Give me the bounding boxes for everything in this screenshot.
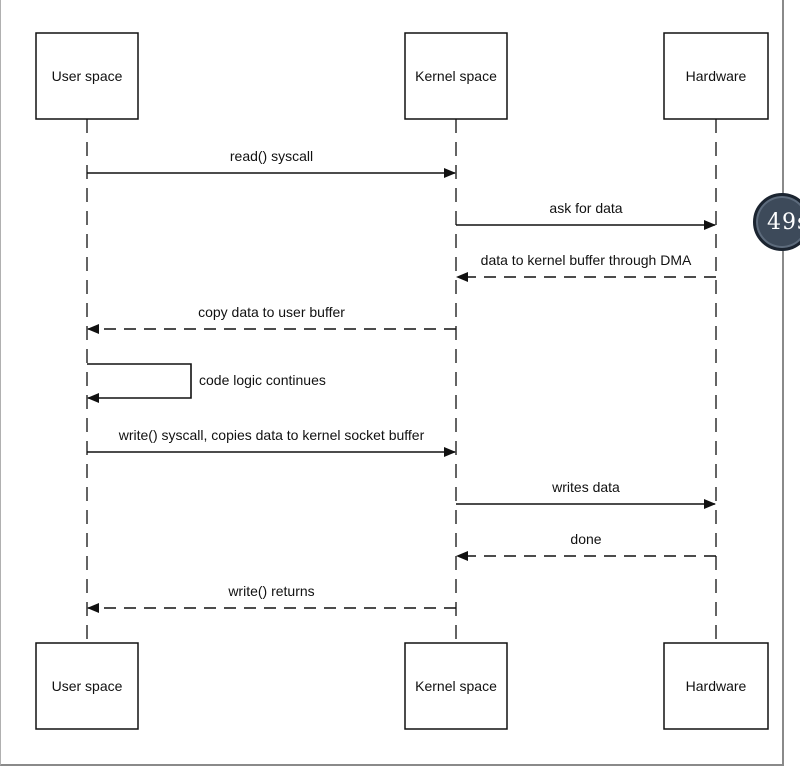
self-message-arrow bbox=[87, 363, 192, 403]
message-label: data to kernel buffer through DMA bbox=[481, 252, 692, 268]
message-label: write() returns bbox=[227, 583, 314, 599]
message-label: done bbox=[570, 531, 601, 547]
participant-label: User space bbox=[52, 678, 123, 694]
message-1: read() syscall bbox=[87, 148, 456, 178]
message-9: write() returns bbox=[87, 583, 456, 613]
message-8: done bbox=[456, 531, 716, 561]
participant-label: Hardware bbox=[686, 68, 747, 84]
message-6: write() syscall, copies data to kernel s… bbox=[87, 427, 456, 457]
message-3: data to kernel buffer through DMA bbox=[456, 252, 716, 282]
participant-box-user-top: User space bbox=[35, 32, 139, 120]
timer-badge: 49s bbox=[753, 193, 800, 251]
participant-label: Kernel space bbox=[415, 68, 497, 84]
participant-box-kernel-top: Kernel space bbox=[404, 32, 508, 120]
message-5: code logic continues bbox=[87, 363, 326, 403]
message-label: copy data to user buffer bbox=[198, 304, 345, 320]
message-2: ask for data bbox=[456, 200, 716, 230]
message-label: writes data bbox=[551, 479, 620, 495]
message-label: ask for data bbox=[549, 200, 622, 216]
message-label: write() syscall, copies data to kernel s… bbox=[118, 427, 425, 443]
message-7: writes data bbox=[456, 479, 716, 509]
message-4: copy data to user buffer bbox=[87, 304, 456, 334]
participant-label: Hardware bbox=[686, 678, 747, 694]
participant-box-user-bottom: User space bbox=[35, 642, 139, 730]
window-frame bbox=[0, 0, 784, 766]
message-label: read() syscall bbox=[230, 148, 313, 164]
participant-box-kernel-bottom: Kernel space bbox=[404, 642, 508, 730]
message-label: code logic continues bbox=[199, 372, 326, 388]
participant-label: Kernel space bbox=[415, 678, 497, 694]
participant-label: User space bbox=[52, 68, 123, 84]
participant-box-hw-bottom: Hardware bbox=[663, 642, 769, 730]
participant-box-hw-top: Hardware bbox=[663, 32, 769, 120]
